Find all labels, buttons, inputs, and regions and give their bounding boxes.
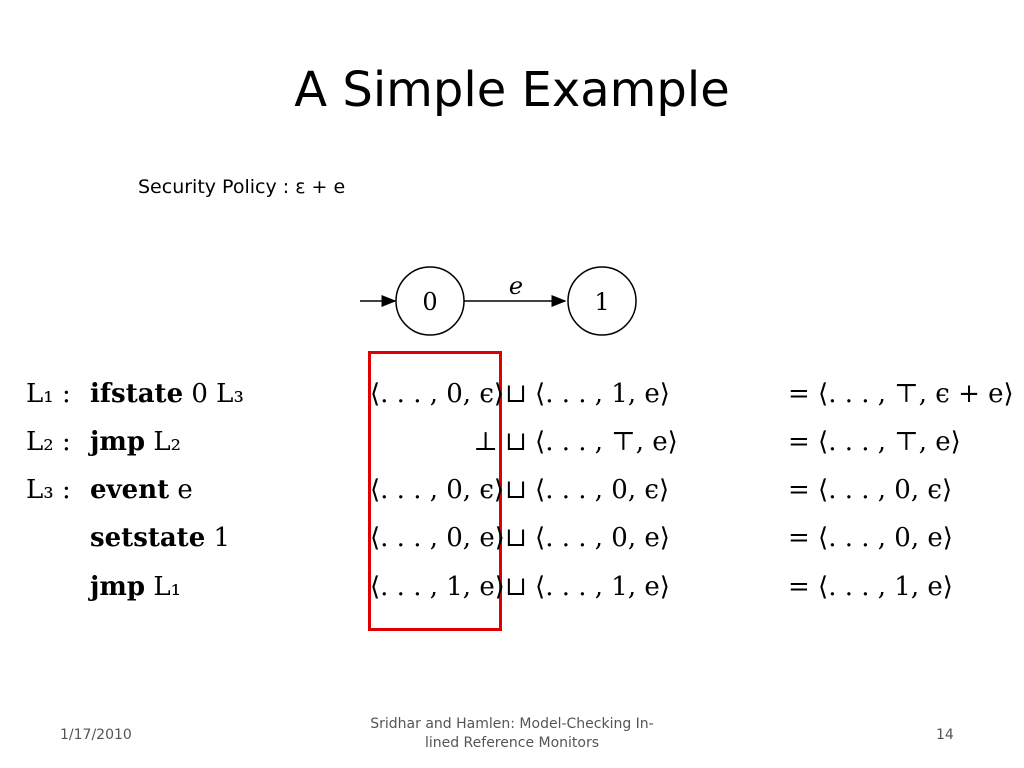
- row-result: = ⟨. . . , 1, e⟩: [788, 572, 953, 602]
- row-label: L₁ :: [26, 379, 71, 409]
- row-label: L₃ :: [26, 475, 71, 505]
- row-right-term: ⊔ ⟨. . . , 0, ϵ⟩: [505, 475, 670, 505]
- row-result: = ⟨. . . , ⊤, e⟩: [788, 427, 961, 457]
- footer-page-number: 14: [936, 727, 954, 743]
- transition-label: e: [509, 272, 523, 300]
- row-right-term: ⊔ ⟨. . . , ⊤, e⟩: [505, 427, 678, 457]
- footer-citation: Sridhar and Hamlen: Model-Checking In-li…: [370, 716, 654, 751]
- slide-title: A Simple Example: [294, 62, 730, 118]
- row-result: = ⟨. . . , 0, ϵ⟩: [788, 475, 953, 505]
- row-right-term: ⊔ ⟨. . . , 0, e⟩: [505, 523, 670, 553]
- row-left-term: ⟨. . . , 0, ϵ⟩: [370, 475, 505, 505]
- footer-date: 1/17/2010: [60, 727, 132, 743]
- row-left-term: ⟨. . . , 1, e⟩: [370, 572, 505, 602]
- state-1-circle: [567, 266, 637, 336]
- row-result: = ⟨. . . , 0, e⟩: [788, 523, 953, 553]
- row-right-term: ⊔ ⟨. . . , 1, e⟩: [505, 572, 670, 602]
- highlight-box: [368, 351, 502, 631]
- row-left-term: ⟨. . . , 0, ϵ⟩: [370, 379, 505, 409]
- state-automaton: 0 e 1: [360, 266, 637, 336]
- row-label: L₂ :: [26, 427, 71, 457]
- row-right-term: ⊔ ⟨. . . , 1, e⟩: [505, 379, 670, 409]
- row-left-term: ⊥: [473, 427, 498, 457]
- row-instruction: jmp L₁: [90, 572, 182, 602]
- state-1-label: 1: [594, 288, 609, 316]
- row-instruction: event e: [90, 475, 193, 505]
- security-policy-text: Security Policy : ε + e: [138, 176, 346, 198]
- row-left-term: ⟨. . . , 0, e⟩: [370, 523, 505, 553]
- row-result: = ⟨. . . , ⊤, ϵ + e⟩: [788, 379, 1014, 409]
- row-instruction: jmp L₂: [90, 427, 182, 457]
- state-0-label: 0: [422, 288, 437, 316]
- row-instruction: setstate 1: [90, 523, 231, 553]
- row-instruction: ifstate 0 L₃: [90, 379, 244, 409]
